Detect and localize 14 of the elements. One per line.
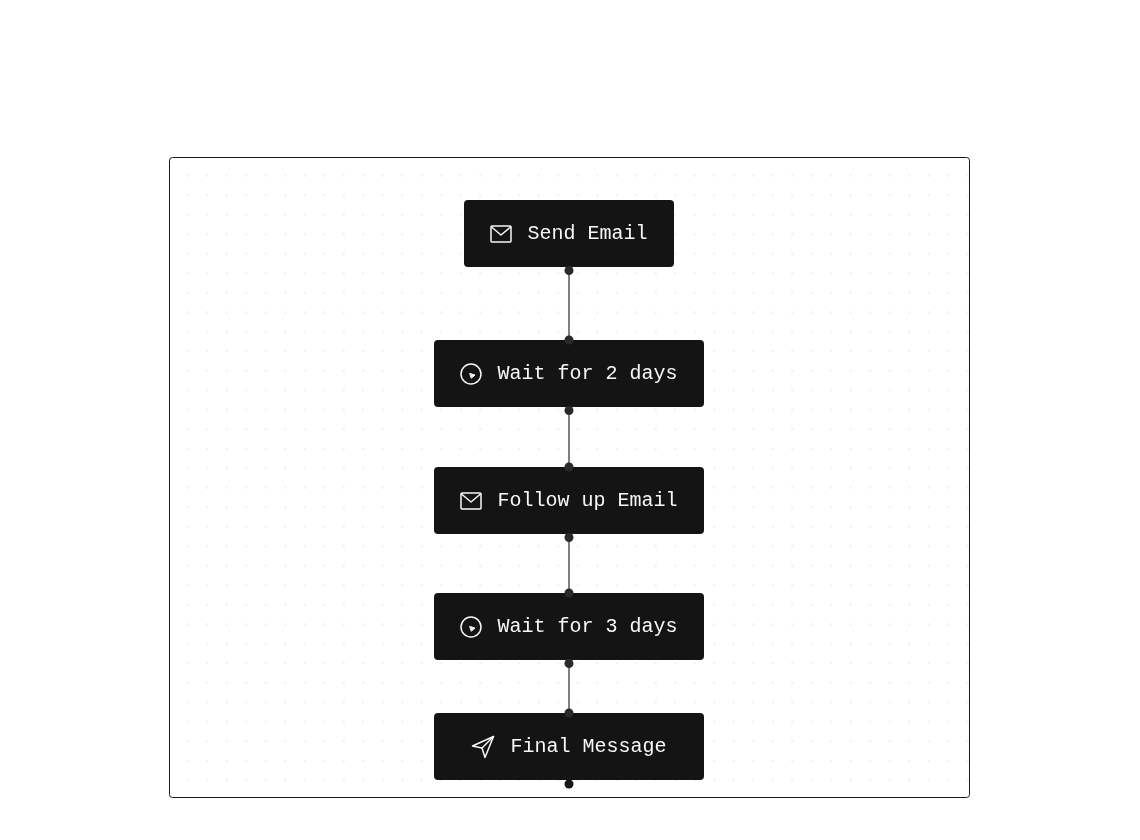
process-box xyxy=(434,340,704,407)
connector-line xyxy=(564,533,574,598)
process-box xyxy=(434,593,704,660)
process-box xyxy=(464,200,674,267)
connector-line xyxy=(564,659,574,718)
process-box xyxy=(434,467,704,534)
node-label: Send Email xyxy=(527,221,648,246)
connector-line xyxy=(564,266,574,345)
node-label: Wait for 2 days xyxy=(497,361,678,386)
process-box xyxy=(434,713,704,780)
node-label: Wait for 3 days xyxy=(497,614,678,639)
connector-line xyxy=(564,406,574,472)
node-label: Follow up Email xyxy=(497,488,678,513)
node-label: Final Message xyxy=(510,734,667,759)
